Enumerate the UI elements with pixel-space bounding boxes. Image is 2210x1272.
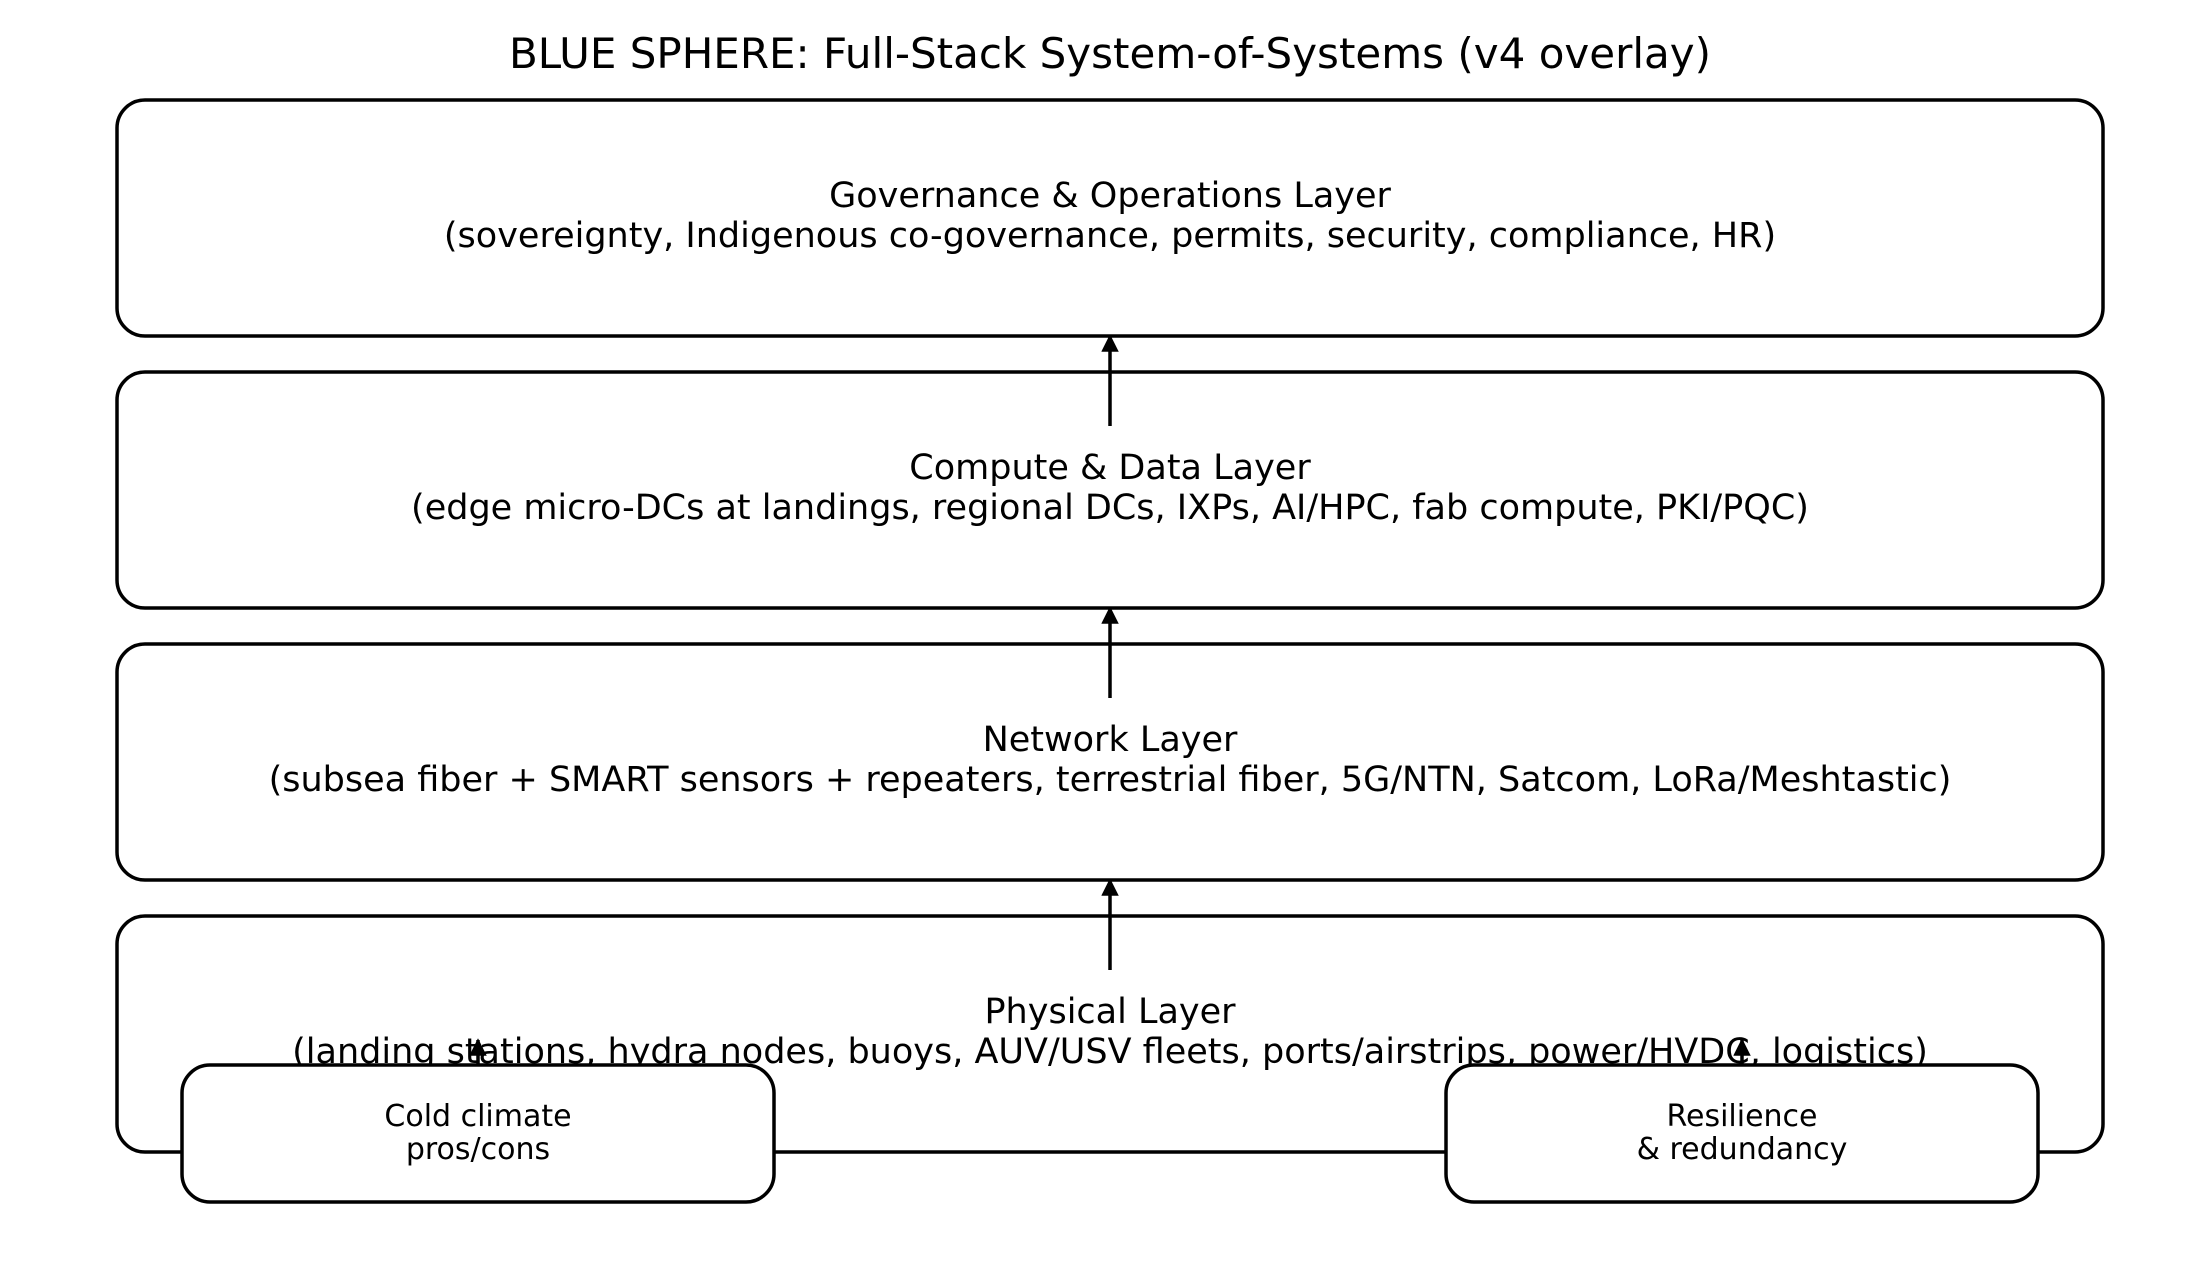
- cold-climate-note-line1: Cold climate: [384, 1099, 571, 1134]
- resilience-note-line1: Resilience: [1666, 1099, 1817, 1134]
- network-layer-box: Network Layer (subsea fiber + SMART sens…: [115, 642, 2105, 882]
- compute-layer-details: (edge micro-DCs at landings, regional DC…: [411, 488, 1809, 528]
- resilience-note-line2: & redundancy: [1637, 1132, 1848, 1167]
- physical-layer-title: Physical Layer: [984, 992, 1236, 1032]
- compute-layer-box: Compute & Data Layer (edge micro-DCs at …: [115, 370, 2105, 610]
- governance-layer-title: Governance & Operations Layer: [829, 176, 1391, 216]
- governance-layer-details: (sovereignty, Indigenous co-governance, …: [444, 216, 1776, 256]
- compute-layer-title: Compute & Data Layer: [909, 448, 1311, 488]
- cold-climate-note-box: Cold climate pros/cons: [180, 1063, 776, 1204]
- network-layer-title: Network Layer: [983, 720, 1238, 760]
- governance-layer-box: Governance & Operations Layer (sovereign…: [115, 98, 2105, 338]
- network-layer-details: (subsea fiber + SMART sensors + repeater…: [269, 760, 1952, 800]
- diagram-title: BLUE SPHERE: Full-Stack System-of-System…: [509, 29, 1711, 78]
- resilience-note-box: Resilience & redundancy: [1444, 1063, 2040, 1204]
- cold-climate-note-line2: pros/cons: [406, 1132, 550, 1167]
